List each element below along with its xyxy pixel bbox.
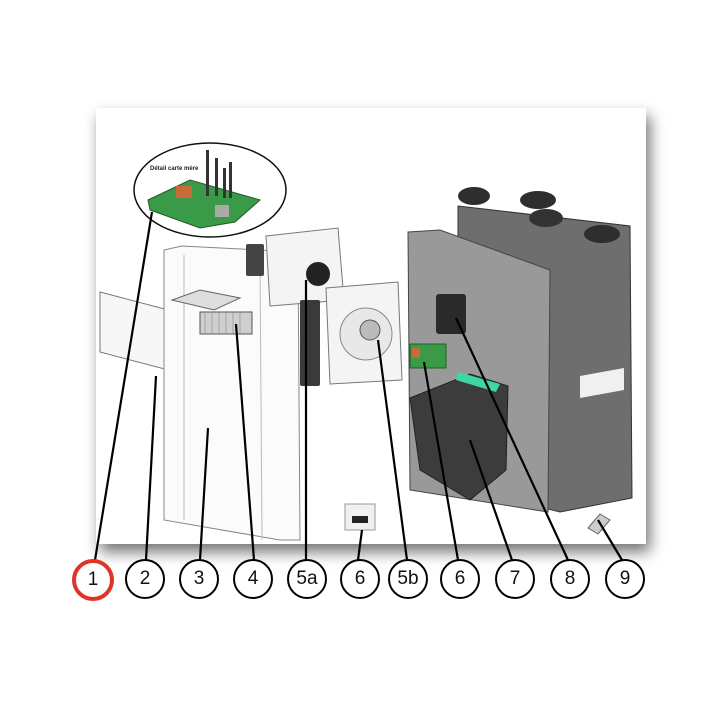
callout-9[interactable]: 9 [605,559,645,599]
callout-3[interactable]: 3 [179,559,219,599]
callout-8[interactable]: 8 [550,559,590,599]
callout-7[interactable]: 7 [495,559,535,599]
motherboard-detail-inset [133,142,287,238]
callout-1[interactable]: 1 [72,559,114,601]
inset-label: Détail carte mère [150,166,199,172]
callout-6[interactable]: 6 [440,559,480,599]
callout-6[interactable]: 6 [340,559,380,599]
callout-5b[interactable]: 5b [388,559,428,599]
callout-5a[interactable]: 5a [287,559,327,599]
callout-4[interactable]: 4 [233,559,273,599]
callout-2[interactable]: 2 [125,559,165,599]
